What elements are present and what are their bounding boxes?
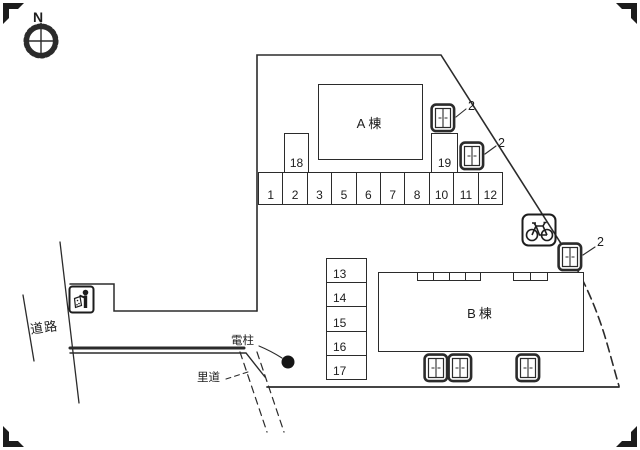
- leader-utility-pole: [258, 345, 283, 359]
- parking-space: 7: [380, 173, 404, 204]
- leader-storage-3: [582, 246, 596, 256]
- building-b-entrance-tab: [449, 272, 466, 281]
- road-edge-east: [59, 241, 80, 404]
- parking-space: 8: [404, 173, 428, 204]
- storage-count-label: 2: [498, 136, 505, 150]
- building-a-label: A棟: [356, 115, 385, 131]
- parking-space: 3: [306, 173, 331, 204]
- parking-space-number: 1: [267, 188, 275, 202]
- footpath-line-2: [256, 351, 285, 433]
- building-b-entrance-tab: [465, 272, 481, 281]
- parking-space-number: 12: [483, 188, 498, 202]
- parking-space: 11: [453, 173, 477, 204]
- utility-pole-marker: [281, 355, 295, 369]
- parking-space: 17: [327, 354, 366, 379]
- parking-space-number: 16: [333, 339, 347, 354]
- storage-box-icon: [423, 353, 449, 388]
- utility-pole-label: 電柱: [231, 335, 254, 347]
- parking-space-19: 19: [431, 133, 458, 173]
- building-b-label: B棟: [467, 305, 495, 321]
- building-b-entrance-tab: [530, 272, 548, 281]
- building-b-entrance-tab: [513, 272, 531, 281]
- parking-space-number: 17: [333, 364, 347, 379]
- parking-space: 13: [327, 259, 366, 282]
- storage-box-icon: [430, 103, 456, 138]
- corner-mark-bottom-left: [3, 426, 24, 447]
- leader-storage-2: [484, 145, 497, 155]
- parking-space-number: 8: [413, 188, 421, 202]
- parking-space: 1: [259, 173, 282, 204]
- parking-space-number: 7: [389, 188, 397, 202]
- storage-box-icon: [459, 141, 485, 176]
- parking-space: 5: [331, 173, 355, 204]
- corner-mark-bottom-right: [616, 426, 637, 447]
- storage-box-icon: [515, 353, 541, 388]
- parking-space-number: 6: [364, 188, 372, 202]
- parking-space-number: 10: [434, 188, 449, 202]
- parking-space: 14: [327, 282, 366, 306]
- approach-wall-thin: [69, 352, 266, 378]
- corner-mark-top-right: [616, 3, 637, 24]
- footpath-line-1: [239, 351, 268, 433]
- building-a: A棟: [318, 84, 423, 160]
- parking-space-18: 18: [284, 133, 309, 173]
- parking-space: 16: [327, 330, 366, 355]
- parking-space-number: 19: [437, 156, 452, 170]
- corner-mark-top-left: [3, 3, 24, 24]
- parking-space-number: 11: [459, 188, 473, 202]
- road-label: 道路: [29, 318, 60, 337]
- leader-footpath: [225, 370, 252, 380]
- parking-space-number: 13: [333, 267, 347, 282]
- parking-row: 1 2 3 5 6 7 8 10 11 12: [258, 172, 503, 205]
- road-edge-west: [22, 294, 35, 362]
- bicycle-icon: [521, 213, 557, 252]
- building-b: B棟: [378, 272, 584, 352]
- approach-top-edge: [69, 283, 258, 312]
- site-boundary-left-top: [256, 54, 561, 312]
- storage-box-icon: [447, 353, 473, 388]
- compass-north-label: N: [33, 9, 44, 25]
- parking-space-number: 18: [289, 156, 304, 170]
- parking-column: 13 14 15 16 17: [326, 258, 367, 380]
- parking-space-number: 15: [333, 315, 347, 330]
- building-b-entrance-tab: [417, 272, 434, 281]
- storage-box-icon: [557, 242, 583, 277]
- trash-area-icon: [68, 285, 95, 319]
- building-b-entrance-tab: [433, 272, 450, 281]
- parking-space: 12: [477, 173, 502, 204]
- parking-space-number: 3: [316, 188, 323, 202]
- parking-space-number: 5: [340, 188, 348, 202]
- parking-space-number: 14: [333, 291, 347, 306]
- parking-space: 2: [282, 173, 306, 204]
- leader-storage-1: [455, 108, 467, 118]
- storage-count-label: 2: [468, 99, 475, 113]
- storage-count-label: 2: [597, 235, 604, 249]
- compass-rose-icon: [23, 22, 59, 59]
- parking-space-number: 2: [291, 188, 299, 202]
- parking-space: 10: [428, 173, 453, 204]
- parking-space: 6: [355, 173, 380, 204]
- footpath-label: 里道: [197, 372, 220, 384]
- parking-space: 15: [327, 306, 366, 330]
